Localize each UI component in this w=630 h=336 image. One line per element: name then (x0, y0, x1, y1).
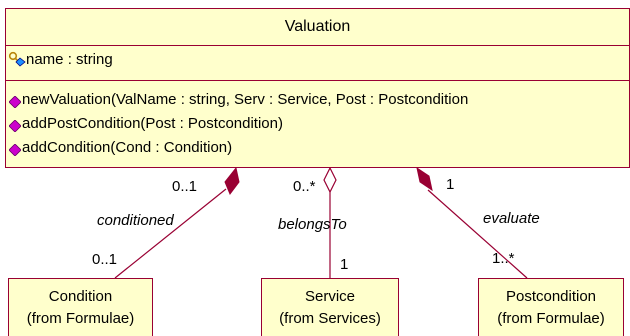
operation-text: addCondition(Cond : Condition) (22, 139, 233, 156)
multiplicity-label: 0..* (293, 178, 316, 195)
operation-text: addPostCondition(Post : Postcondition) (22, 115, 283, 132)
operation-diamond-icon (8, 143, 22, 161)
multiplicity-label: 1 (340, 256, 349, 273)
composition-diamond-conditioned (224, 166, 240, 195)
role-label-evaluate: evaluate (483, 210, 540, 227)
package-label: (from Formulae) (497, 310, 605, 327)
operation-row: addCondition(Cond : Condition) (6, 139, 629, 162)
operation-row: addPostCondition(Post : Postcondition) (6, 115, 629, 138)
operation-diamond-icon (8, 119, 22, 137)
role-label-conditioned: conditioned (97, 212, 174, 229)
package-label: (from Services) (279, 310, 381, 327)
association-line-conditioned (114, 188, 227, 279)
multiplicity-label: 0..1 (92, 251, 118, 268)
condition-class[interactable]: Condition (from Formulae) (8, 278, 153, 336)
attribute-row: name : string (6, 50, 629, 70)
postcondition-class[interactable]: Postcondition (from Formulae) (478, 278, 624, 336)
multiplicity-label: 1 (446, 176, 455, 193)
class-name: Valuation (284, 18, 351, 35)
name-separator (6, 45, 629, 46)
multiplicity-label: 0..1 (172, 178, 198, 195)
valuation-class[interactable]: Valuation name : string newValuation(Val… (5, 8, 630, 168)
attribute-text: name : string (26, 51, 113, 68)
multiplicity-label: 1..* (492, 250, 515, 267)
key-attribute-icon (8, 51, 26, 73)
operation-text: newValuation(ValName : string, Serv : Se… (22, 91, 469, 108)
class-name: Service (304, 288, 356, 305)
attribute-separator (6, 80, 629, 81)
package-label: (from Formulae) (26, 310, 135, 327)
service-class[interactable]: Service (from Services) (261, 278, 399, 336)
composition-diamond-evaluate (416, 166, 433, 192)
aggregation-diamond-belongsto (323, 166, 337, 194)
operation-row: newValuation(ValName : string, Serv : Se… (6, 91, 629, 114)
association-line-evaluate (427, 189, 528, 279)
operation-diamond-icon (8, 95, 22, 113)
class-name: Condition (48, 288, 113, 305)
class-name: Postcondition (505, 288, 597, 305)
role-label-belongsto: belongsTo (278, 216, 347, 233)
